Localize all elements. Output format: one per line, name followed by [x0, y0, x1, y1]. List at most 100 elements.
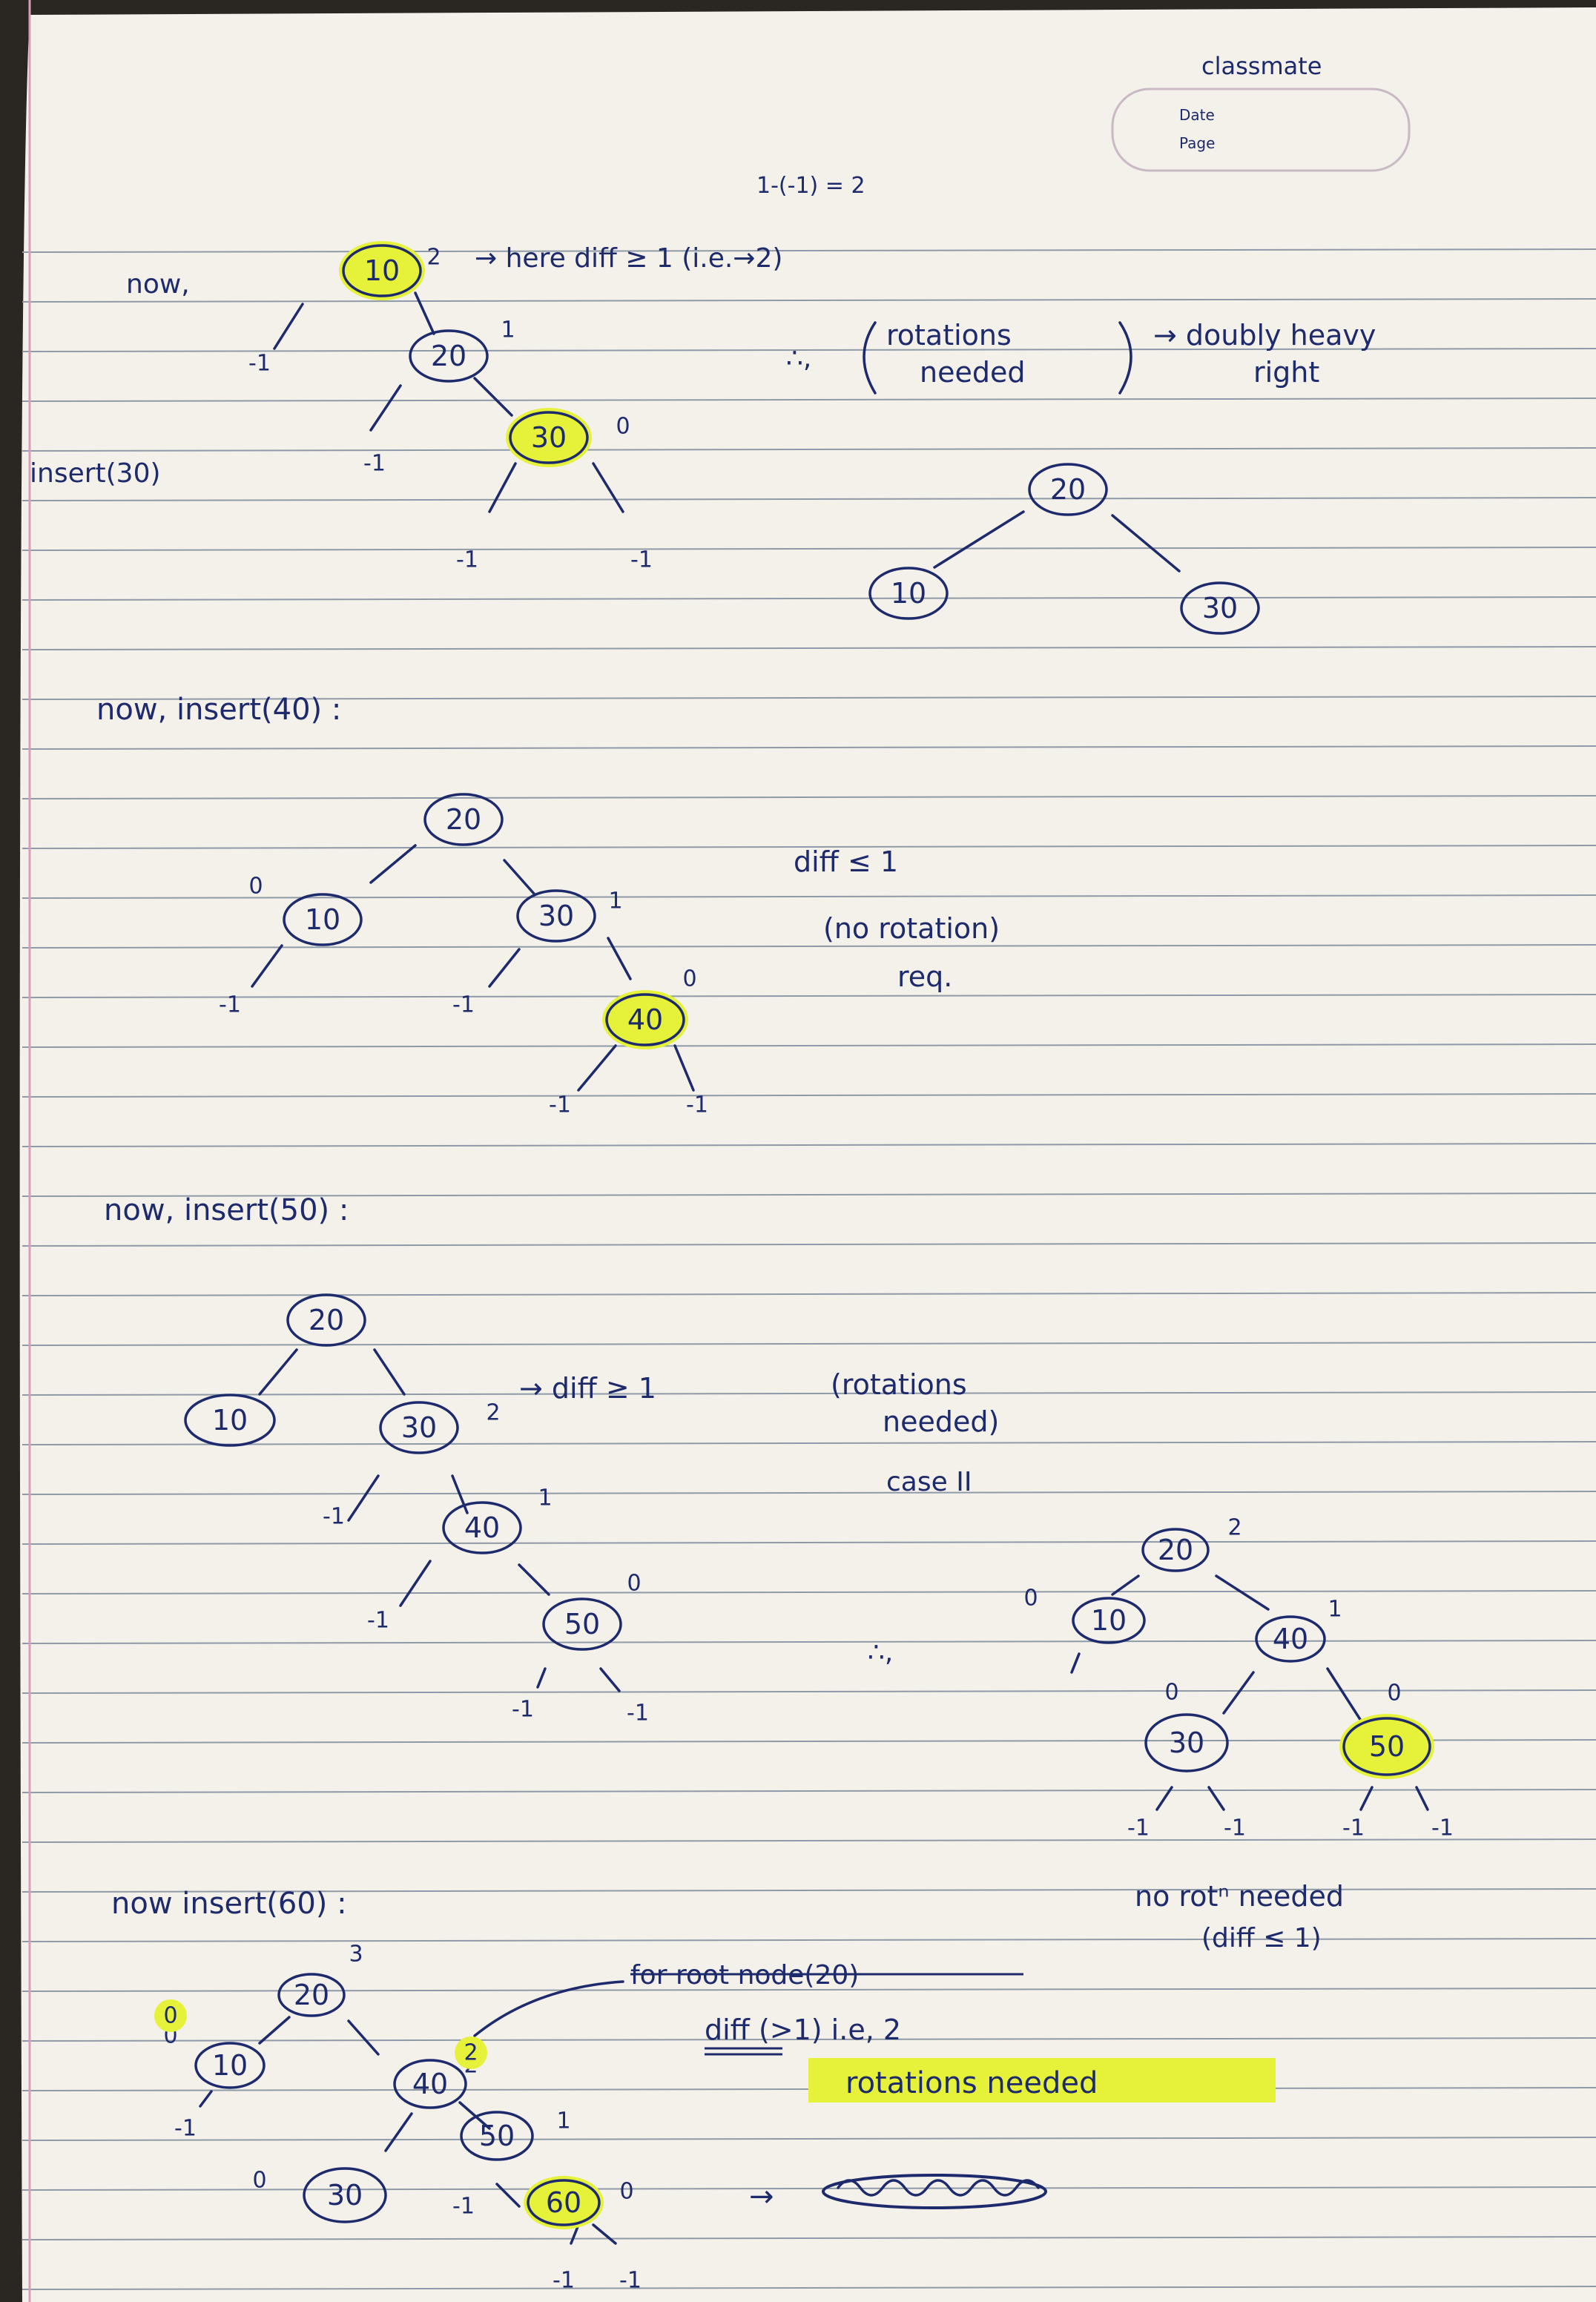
node-circle: [283, 893, 363, 946]
node-value: 20: [309, 1304, 344, 1336]
tree-edge: [536, 1667, 547, 1689]
s4-rot-needed: rotations needed: [845, 2066, 1098, 2100]
node-circle: [868, 567, 949, 620]
page-label: Page: [1179, 134, 1215, 152]
null-leaf: -1: [456, 547, 478, 573]
tree-edge: [488, 462, 517, 513]
tree-edge: [373, 1348, 406, 1396]
tree-edge: [599, 1667, 621, 1692]
tree-edge: [592, 462, 624, 513]
tree-edge: [1359, 1786, 1374, 1811]
bf-highlight: [154, 1999, 187, 2032]
rule-line: [22, 646, 1596, 650]
null-leaf: -1: [1127, 1815, 1150, 1841]
node-circle: [1180, 581, 1260, 635]
s3-rot1: (rotations: [831, 1368, 967, 1401]
balance-factor: 0: [619, 2179, 633, 2205]
scribble: [837, 2179, 1040, 2197]
s1-rot2: needed: [920, 356, 1025, 389]
rule-line: [22, 745, 1596, 750]
balance-factor: 0: [616, 414, 630, 440]
tree-edge: [347, 2019, 380, 2056]
rule-line: [22, 1292, 1596, 1296]
tree-edge: [503, 859, 535, 895]
s1-note: → here diff ≥ 1 (i.e.→2): [475, 243, 782, 274]
ruled-lines: [22, 248, 1596, 2290]
balance-factor: 1: [501, 317, 515, 343]
brand-logo: classmate: [1201, 52, 1322, 80]
null-leaf: -1: [1224, 1815, 1246, 1841]
balance-factor: 0: [1023, 1586, 1038, 1612]
node-circle: [1342, 1717, 1431, 1776]
node-circle: [342, 244, 422, 297]
node-value: 40: [1273, 1623, 1308, 1655]
rule-line: [22, 1540, 1596, 1545]
null-leaf: -1: [219, 992, 241, 1018]
node-value: 10: [1091, 1604, 1127, 1637]
rule-line: [22, 2286, 1596, 2290]
s4-right1: no rotⁿ needed: [1135, 1880, 1344, 1913]
node-circle: [516, 889, 596, 943]
rule-line: [22, 1789, 1596, 1793]
null-leaf: -1: [363, 451, 386, 477]
tree-edge: [1215, 1574, 1270, 1611]
tree-edge: [1415, 1786, 1429, 1811]
rule-line: [22, 696, 1596, 700]
balance-factor: 1: [556, 2108, 570, 2134]
tree-edge: [495, 2183, 521, 2208]
node-value: 20: [1050, 473, 1086, 506]
rule-line: [22, 2186, 1596, 2191]
balance-factor: 2: [486, 1400, 500, 1426]
null-leaf: -1: [323, 1504, 345, 1530]
node-circle: [303, 2167, 387, 2223]
node-circle: [194, 2042, 266, 2089]
tree-edge: [592, 2223, 617, 2245]
node-value: 20: [294, 1979, 329, 2011]
node-circle: [509, 411, 589, 464]
rule-line: [22, 845, 1596, 849]
rule-line: [22, 1689, 1596, 1694]
node-circle: [379, 1401, 459, 1454]
node-value: 50: [479, 2120, 515, 2152]
rule-line: [22, 994, 1596, 998]
rule-line: [22, 795, 1596, 799]
tree-edge: [273, 303, 304, 350]
tree-edge: [673, 1044, 695, 1092]
date-label: Date: [1179, 106, 1215, 124]
tree-edge: [251, 944, 283, 988]
null-leaf: -1: [630, 547, 653, 573]
node-value: 60: [546, 2186, 581, 2219]
s4-heading: now insert(60) :: [111, 1887, 347, 1921]
rule-line: [22, 1193, 1596, 1197]
null-leaf: -1: [512, 1697, 534, 1723]
rule-line: [22, 2037, 1596, 2042]
balance-factor: 0: [1164, 1680, 1178, 1706]
rule-line: [22, 1988, 1596, 1992]
pointer-curve: [473, 1980, 624, 2037]
null-leaf: -1: [452, 992, 475, 1018]
balance-factor: 2: [1227, 1515, 1241, 1541]
node-circle: [1141, 1528, 1210, 1572]
tree-edge: [258, 1348, 298, 1396]
node-highlight: [602, 990, 688, 1049]
bf-highlight-label: 0: [163, 2003, 177, 2029]
balance-factor: 0: [682, 966, 696, 992]
rule-line: [22, 1391, 1596, 1396]
rule-line: [22, 298, 1596, 303]
null-leaf: -1: [1342, 1815, 1365, 1841]
tree-edge: [1111, 514, 1181, 573]
rule-line: [22, 596, 1596, 601]
balance-factor: 1: [608, 888, 622, 914]
s3-therefore: ∴,: [868, 1638, 893, 1668]
null-leaf: -1: [367, 1608, 389, 1634]
bf-highlight: [455, 2036, 487, 2069]
rule-line: [22, 348, 1596, 352]
tree-edge: [473, 377, 513, 417]
s4-right2: (diff ≤ 1): [1201, 1923, 1322, 1953]
node-highlight: [524, 2176, 604, 2229]
tree-edge: [1326, 1667, 1362, 1722]
null-leaf: -1: [686, 1092, 708, 1118]
